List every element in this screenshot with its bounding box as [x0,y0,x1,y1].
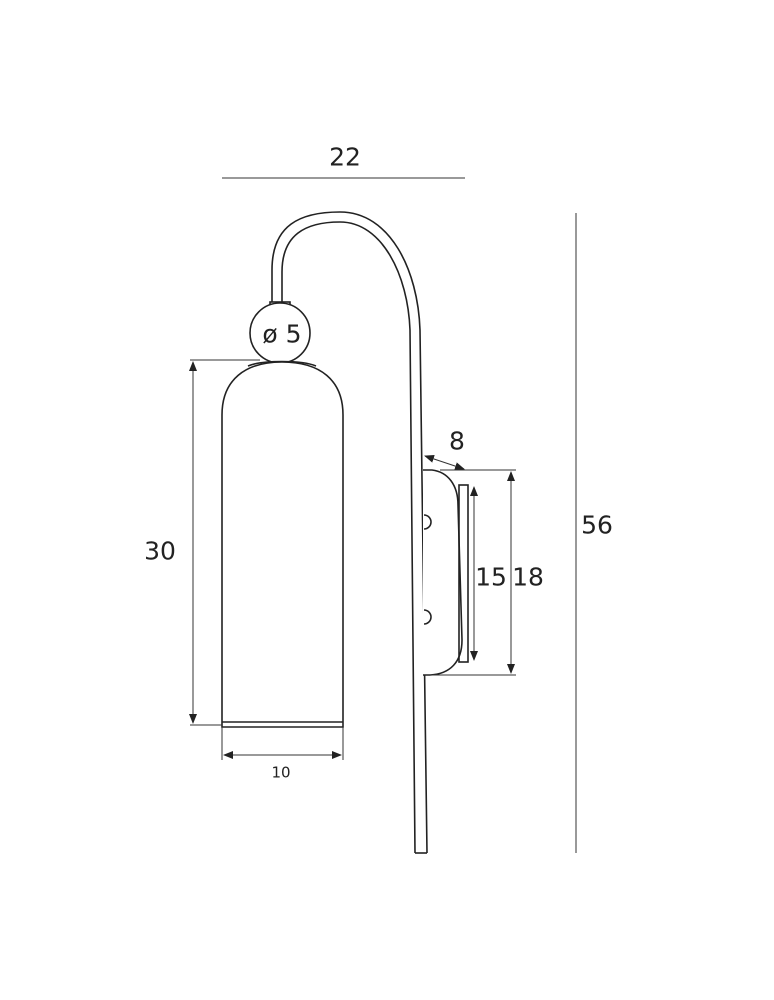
label-plate-depth: 8 [449,426,465,456]
label-height: 56 [581,510,613,540]
arm-inner [281,221,416,854]
shade-top-rim [247,360,317,367]
backplate-inner [458,484,469,663]
label-ball-diameter: ø 5 [262,319,302,349]
label-width: 22 [329,142,361,172]
backplate [423,469,463,676]
screw-bottom [423,609,432,625]
screw-top [423,514,432,530]
label-shade-diameter: 10 [271,763,291,782]
label-plate-outer: 18 [512,562,544,592]
arm-outer [271,211,428,854]
shade [221,361,344,728]
dim-line-plate-depth [424,455,465,470]
label-plate-inner: 15 [475,562,507,592]
label-shade-height: 30 [144,536,176,566]
